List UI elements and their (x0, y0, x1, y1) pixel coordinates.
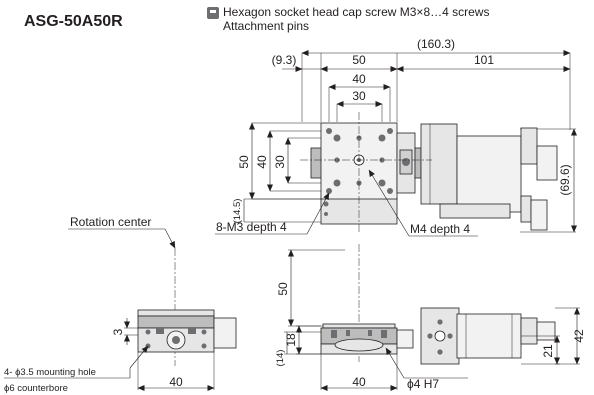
dim-pitch-30-top: 30 (352, 89, 366, 103)
dim-stage-width: 50 (352, 53, 366, 67)
label-mounting-hole: 4- ϕ3.5 mounting hole (4, 367, 96, 378)
dim-front-40: 40 (352, 375, 366, 389)
label-pin-h7: ϕ4 H7 (407, 377, 439, 391)
side-view: Rotation center 3 4- ϕ3.5 mounting hole … (4, 215, 237, 394)
dim-right-21: 21 (541, 344, 555, 358)
thread-callouts: 8-M3 depth 4 M4 depth 4 (215, 169, 478, 237)
top-view-dimensions: (160.3) (9.3) 50 101 40 30 50 40 30 (14.… (232, 37, 577, 233)
label-counterbore: ϕ6 counterbore (4, 383, 68, 394)
label-m4-thread: M4 depth 4 (410, 222, 470, 236)
screw-pin-legend-icon (207, 7, 219, 19)
front-view: 50 18 (14) 40 ϕ4 H7 (275, 244, 468, 391)
dim-center-height: 50 (276, 282, 290, 296)
end-view: 21 42 (420, 307, 586, 365)
top-view-stage (310, 122, 416, 225)
dim-side-width-40: 40 (169, 375, 183, 389)
dim-motor-length: 101 (474, 53, 494, 67)
label-rotation-center: Rotation center (70, 215, 151, 229)
model-number: ASG-50A50R (24, 13, 123, 30)
dim-offset-left: (9.3) (272, 53, 297, 67)
top-view-motor (414, 123, 558, 231)
legend-pin-text: Attachment pins (223, 19, 309, 33)
dim-pitch-40-top: 40 (352, 72, 366, 86)
dim-front-18: 18 (284, 333, 298, 347)
dim-right-42: 42 (572, 329, 586, 343)
legend-screw-text: Hexagon socket head cap screw M3×8…4 scr… (223, 5, 489, 19)
label-8m3-thread: 8-M3 depth 4 (216, 220, 287, 234)
dim-pitch-40-left: 40 (255, 155, 269, 169)
dim-overall-length: (160.3) (417, 37, 455, 51)
dim-offset-14-5: (14.5) (232, 199, 243, 224)
dim-stage-height-left: 50 (237, 155, 251, 169)
dim-motor-height: (69.6) (558, 164, 572, 195)
dim-side-3: 3 (111, 328, 125, 335)
dim-pitch-30-left: 30 (273, 155, 287, 169)
dim-front-14: (14) (275, 350, 286, 367)
